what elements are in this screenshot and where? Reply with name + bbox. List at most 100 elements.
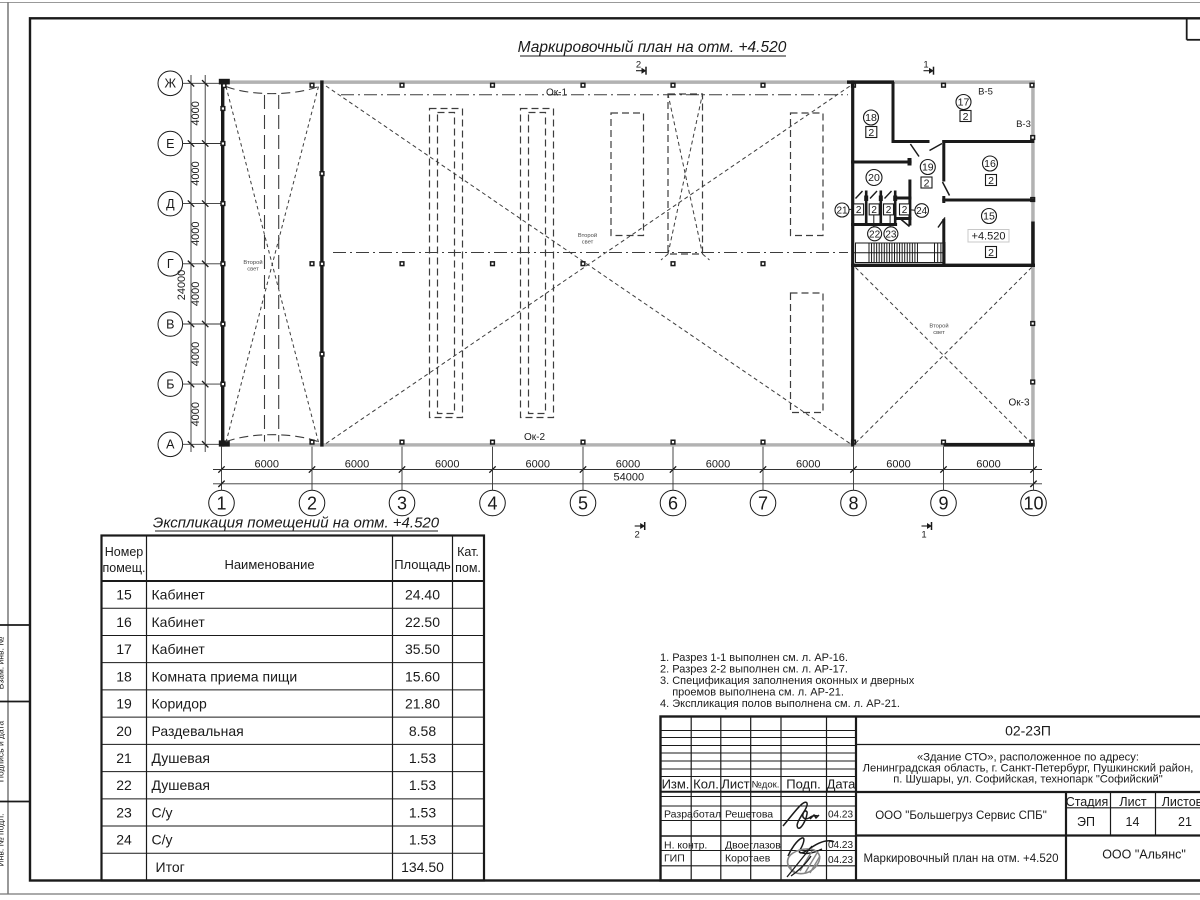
svg-text:20: 20: [116, 723, 132, 739]
svg-text:Н. контр.: Н. контр.: [664, 840, 707, 852]
svg-text:Маркировочный план на отм. +4.: Маркировочный план на отм. +4.520: [518, 39, 787, 56]
svg-text:Второй: Второй: [578, 232, 597, 239]
svg-text:1: 1: [921, 530, 926, 541]
svg-text:02-23П: 02-23П: [1005, 723, 1051, 739]
svg-text:В-3: В-3: [1016, 119, 1031, 130]
svg-text:4000: 4000: [190, 161, 202, 185]
svg-text:21: 21: [836, 206, 848, 217]
svg-text:Комната приема пищи: Комната приема пищи: [152, 668, 298, 684]
svg-text:4. Экспликация полов выполнена: 4. Экспликация полов выполнена см. л. АР…: [660, 698, 900, 710]
svg-text:24000: 24000: [176, 270, 188, 301]
svg-text:24.40: 24.40: [405, 587, 440, 603]
svg-text:6000: 6000: [435, 458, 459, 470]
svg-text:+4.520: +4.520: [972, 231, 1006, 243]
svg-text:Раздевальная: Раздевальная: [152, 723, 244, 739]
svg-text:15.60: 15.60: [405, 668, 440, 684]
svg-text:134.50: 134.50: [401, 859, 444, 875]
svg-text:22: 22: [869, 230, 881, 241]
svg-text:6000: 6000: [796, 458, 820, 470]
svg-text:8.58: 8.58: [409, 723, 436, 739]
svg-text:Б: Б: [166, 378, 174, 392]
svg-text:6: 6: [668, 493, 678, 513]
svg-text:2: 2: [902, 205, 908, 216]
svg-text:4000: 4000: [190, 282, 202, 306]
svg-text:Ж: Ж: [165, 77, 177, 91]
svg-text:3: 3: [397, 493, 407, 513]
svg-text:Номер: Номер: [105, 545, 144, 559]
svg-text:Двоеглазов: Двоеглазов: [725, 840, 781, 852]
svg-text:1.53: 1.53: [409, 832, 436, 848]
svg-text:С/у: С/у: [152, 804, 173, 820]
svg-text:6000: 6000: [616, 458, 640, 470]
svg-text:17: 17: [116, 641, 132, 657]
svg-text:п. Шушары, ул. Софийская, техн: п. Шушары, ул. Софийская, технопарк "Соф…: [893, 774, 1163, 786]
svg-text:2: 2: [988, 175, 994, 187]
svg-text:Ленинградская область, г. Санк: Ленинградская область, г. Санкт-Петербур…: [863, 763, 1194, 775]
svg-text:14: 14: [1126, 815, 1140, 829]
svg-text:Подпись и дата: Подпись и дата: [0, 721, 6, 782]
svg-text:2: 2: [868, 127, 874, 139]
svg-text:04.23: 04.23: [828, 840, 853, 851]
svg-text:4000: 4000: [190, 221, 202, 245]
svg-text:Ок-3: Ок-3: [1008, 398, 1029, 409]
svg-text:Второй: Второй: [929, 323, 948, 330]
svg-text:проемов выполнена см. л. АР-21: проемов выполнена см. л. АР-21.: [660, 687, 844, 699]
svg-text:2: 2: [886, 205, 892, 216]
svg-text:Кат.: Кат.: [457, 545, 479, 559]
svg-text:Коротаев: Коротаев: [725, 853, 771, 865]
svg-text:22: 22: [116, 777, 132, 793]
svg-text:В-5: В-5: [978, 87, 993, 98]
svg-text:Дата: Дата: [827, 777, 857, 792]
svg-text:Листов: Листов: [1162, 795, 1200, 809]
svg-text:21.80: 21.80: [405, 696, 440, 712]
svg-text:1: 1: [923, 60, 928, 71]
svg-text:Маркировочный план на отм. +4.: Маркировочный план на отм. +4.520: [863, 853, 1058, 865]
svg-text:свет: свет: [582, 240, 594, 246]
svg-text:24: 24: [116, 832, 132, 848]
svg-text:22.50: 22.50: [405, 614, 440, 630]
svg-text:Кол.: Кол.: [693, 777, 719, 792]
svg-text:2: 2: [856, 205, 862, 216]
svg-text:ЭП: ЭП: [1077, 815, 1095, 829]
svg-text:6000: 6000: [255, 458, 279, 470]
svg-text:04.23: 04.23: [828, 810, 853, 821]
svg-text:1.53: 1.53: [409, 750, 436, 766]
svg-text:Экспликация помещений на отм.: Экспликация помещений на отм. +4.520: [153, 515, 440, 532]
svg-text:3. Спецификация заполнения око: 3. Спецификация заполнения оконных и две…: [660, 675, 915, 687]
svg-text:4: 4: [487, 493, 497, 513]
svg-text:ООО "Большегруз Сервис СПБ": ООО "Большегруз Сервис СПБ": [875, 810, 1047, 822]
svg-text:Ок-2: Ок-2: [524, 432, 545, 443]
svg-text:Наименование: Наименование: [224, 557, 314, 572]
svg-text:Стадия: Стадия: [1066, 795, 1109, 809]
svg-text:4000: 4000: [190, 342, 202, 366]
svg-text:Итог: Итог: [156, 859, 185, 875]
svg-text:6000: 6000: [706, 458, 730, 470]
svg-text:17: 17: [958, 97, 970, 109]
svg-text:23: 23: [885, 230, 897, 241]
svg-text:6000: 6000: [345, 458, 369, 470]
svg-text:19: 19: [922, 162, 934, 174]
svg-text:Душевая: Душевая: [152, 750, 210, 766]
svg-text:Второй: Второй: [243, 259, 262, 266]
svg-text:А: А: [166, 438, 175, 452]
svg-text:Изм.: Изм.: [662, 777, 690, 792]
svg-text:1.53: 1.53: [409, 777, 436, 793]
svg-text:помещ.: помещ.: [102, 561, 145, 575]
svg-text:2. Разрез 2-2 выполнен см. л.: 2. Разрез 2-2 выполнен см. л. АР-17.: [660, 664, 848, 676]
svg-text:6000: 6000: [886, 458, 910, 470]
svg-text:Душевая: Душевая: [152, 777, 210, 793]
svg-text:2: 2: [924, 177, 930, 189]
svg-text:21: 21: [1178, 815, 1192, 829]
svg-text:Е: Е: [166, 137, 174, 151]
svg-text:пом.: пом.: [455, 561, 481, 575]
svg-text:«Здание СТО», расположенное по: «Здание СТО», расположенное по адресу:: [917, 752, 1139, 764]
svg-text:2: 2: [988, 247, 994, 259]
svg-text:2: 2: [636, 60, 641, 71]
svg-text:24: 24: [916, 206, 928, 217]
svg-text:Взам. инв. №: Взам. инв. №: [0, 637, 6, 690]
svg-text:18: 18: [865, 112, 877, 124]
svg-text:2: 2: [307, 493, 317, 513]
svg-text:21: 21: [116, 750, 132, 766]
svg-text:16: 16: [984, 158, 996, 170]
svg-text:19: 19: [116, 696, 132, 712]
